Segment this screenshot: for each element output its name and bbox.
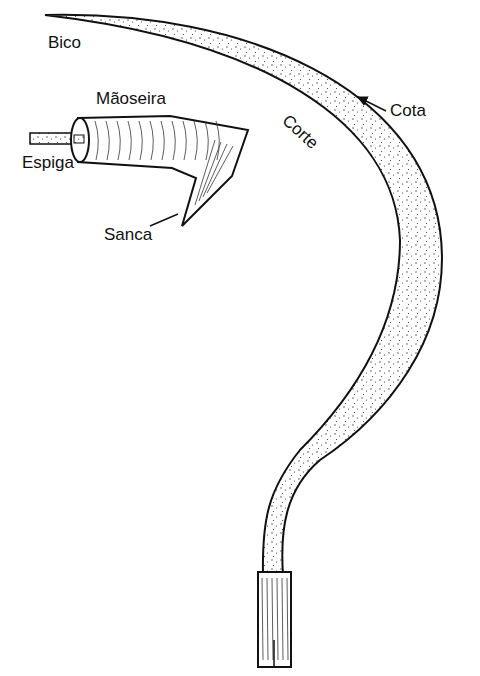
part-name: Sanca: [104, 226, 152, 245]
part-name: Cota: [390, 102, 426, 121]
leader-line: [358, 97, 386, 111]
part-name: Bico: [48, 34, 81, 53]
leader-line: [150, 214, 178, 226]
part-name: Mãoseira: [96, 90, 166, 109]
part-name: Espiga: [22, 154, 74, 173]
sickle-handle: [258, 572, 291, 667]
part-name: Corte: [278, 111, 321, 153]
sickle-blade: [45, 15, 442, 575]
